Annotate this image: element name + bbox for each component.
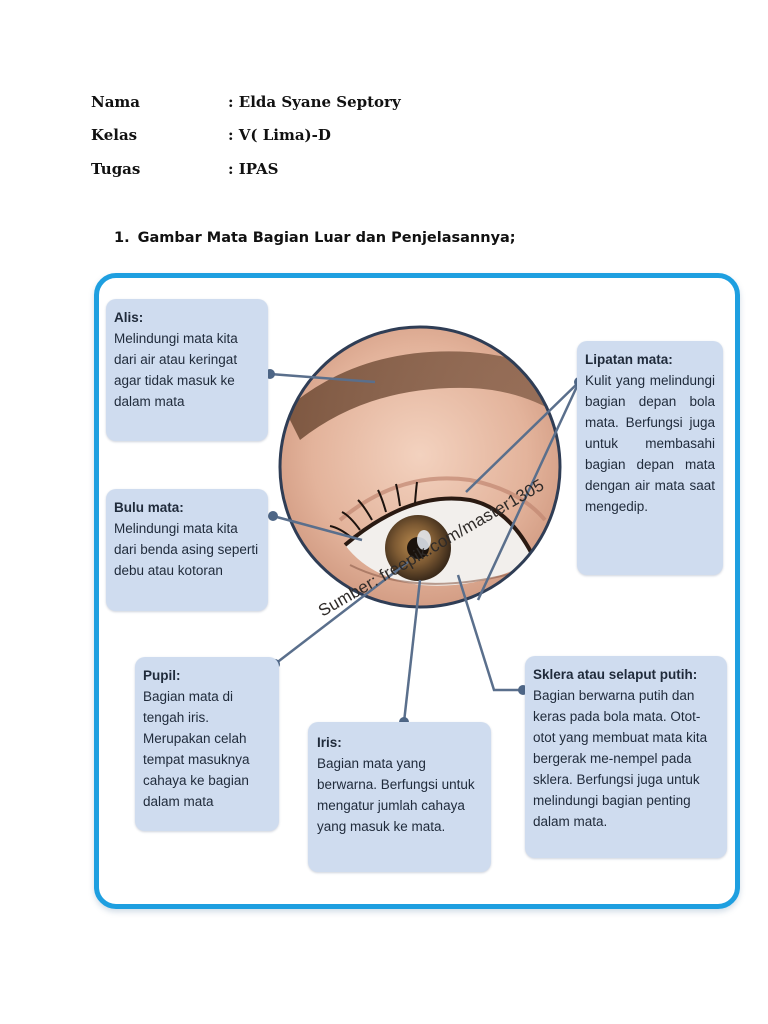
value-tugas: : IPAS xyxy=(228,160,279,178)
label-kelas: Kelas xyxy=(91,126,138,144)
eye-photo xyxy=(280,327,560,607)
eye-circle-border xyxy=(278,325,562,609)
pointer-lines xyxy=(269,372,581,723)
callout-sklera: Sklera atau selaput putih: Bagian berwar… xyxy=(525,656,727,858)
callout-iris-text: Bagian mata yang berwarna. Berfungsi unt… xyxy=(317,756,475,834)
callout-iris-title: Iris: xyxy=(317,735,342,750)
value-kelas: : V( Lima)-D xyxy=(228,126,331,144)
value-nama: : Elda Syane Septory xyxy=(228,93,401,111)
label-nama: Nama xyxy=(91,93,141,111)
callout-pupil-text: Bagian mata di tengah iris. Merupakan ce… xyxy=(143,689,250,809)
callout-lipatan-mata: Lipatan mata: Kulit yang melindungi bagi… xyxy=(577,341,723,575)
callout-pupil-title: Pupil: xyxy=(143,668,181,683)
callout-alis: Alis: Melindungi mata kita dari air atau… xyxy=(106,299,268,441)
callout-alis-text: Melindungi mata kita dari air atau kerin… xyxy=(114,331,238,409)
callout-pupil: Pupil: Bagian mata di tengah iris. Merup… xyxy=(135,657,279,831)
callout-lipatan-mata-title: Lipatan mata: xyxy=(585,352,673,367)
callout-sklera-title: Sklera atau selaput putih: xyxy=(533,667,698,682)
callout-bulu-mata-title: Bulu mata: xyxy=(114,500,184,515)
callout-bulu-mata: Bulu mata: Melindungi mata kita dari ben… xyxy=(106,489,268,611)
callout-lipatan-mata-text: Kulit yang melindungi bagian depan bola … xyxy=(585,373,715,514)
section-heading: 1. Gambar Mata Bagian Luar dan Penjelasan… xyxy=(114,230,516,246)
heading-number: 1. xyxy=(114,230,130,246)
callout-alis-title: Alis: xyxy=(114,310,144,325)
callout-iris: Iris: Bagian mata yang berwarna. Berfung… xyxy=(308,722,491,872)
label-tugas: Tugas xyxy=(91,160,141,178)
heading-text: Gambar Mata Bagian Luar dan Penjelasanny… xyxy=(137,230,516,246)
callout-bulu-mata-text: Melindungi mata kita dari benda asing se… xyxy=(114,521,259,578)
eyebrow-shape xyxy=(285,351,560,440)
callout-sklera-text: Bagian berwarna putih dan keras pada bol… xyxy=(533,688,708,829)
